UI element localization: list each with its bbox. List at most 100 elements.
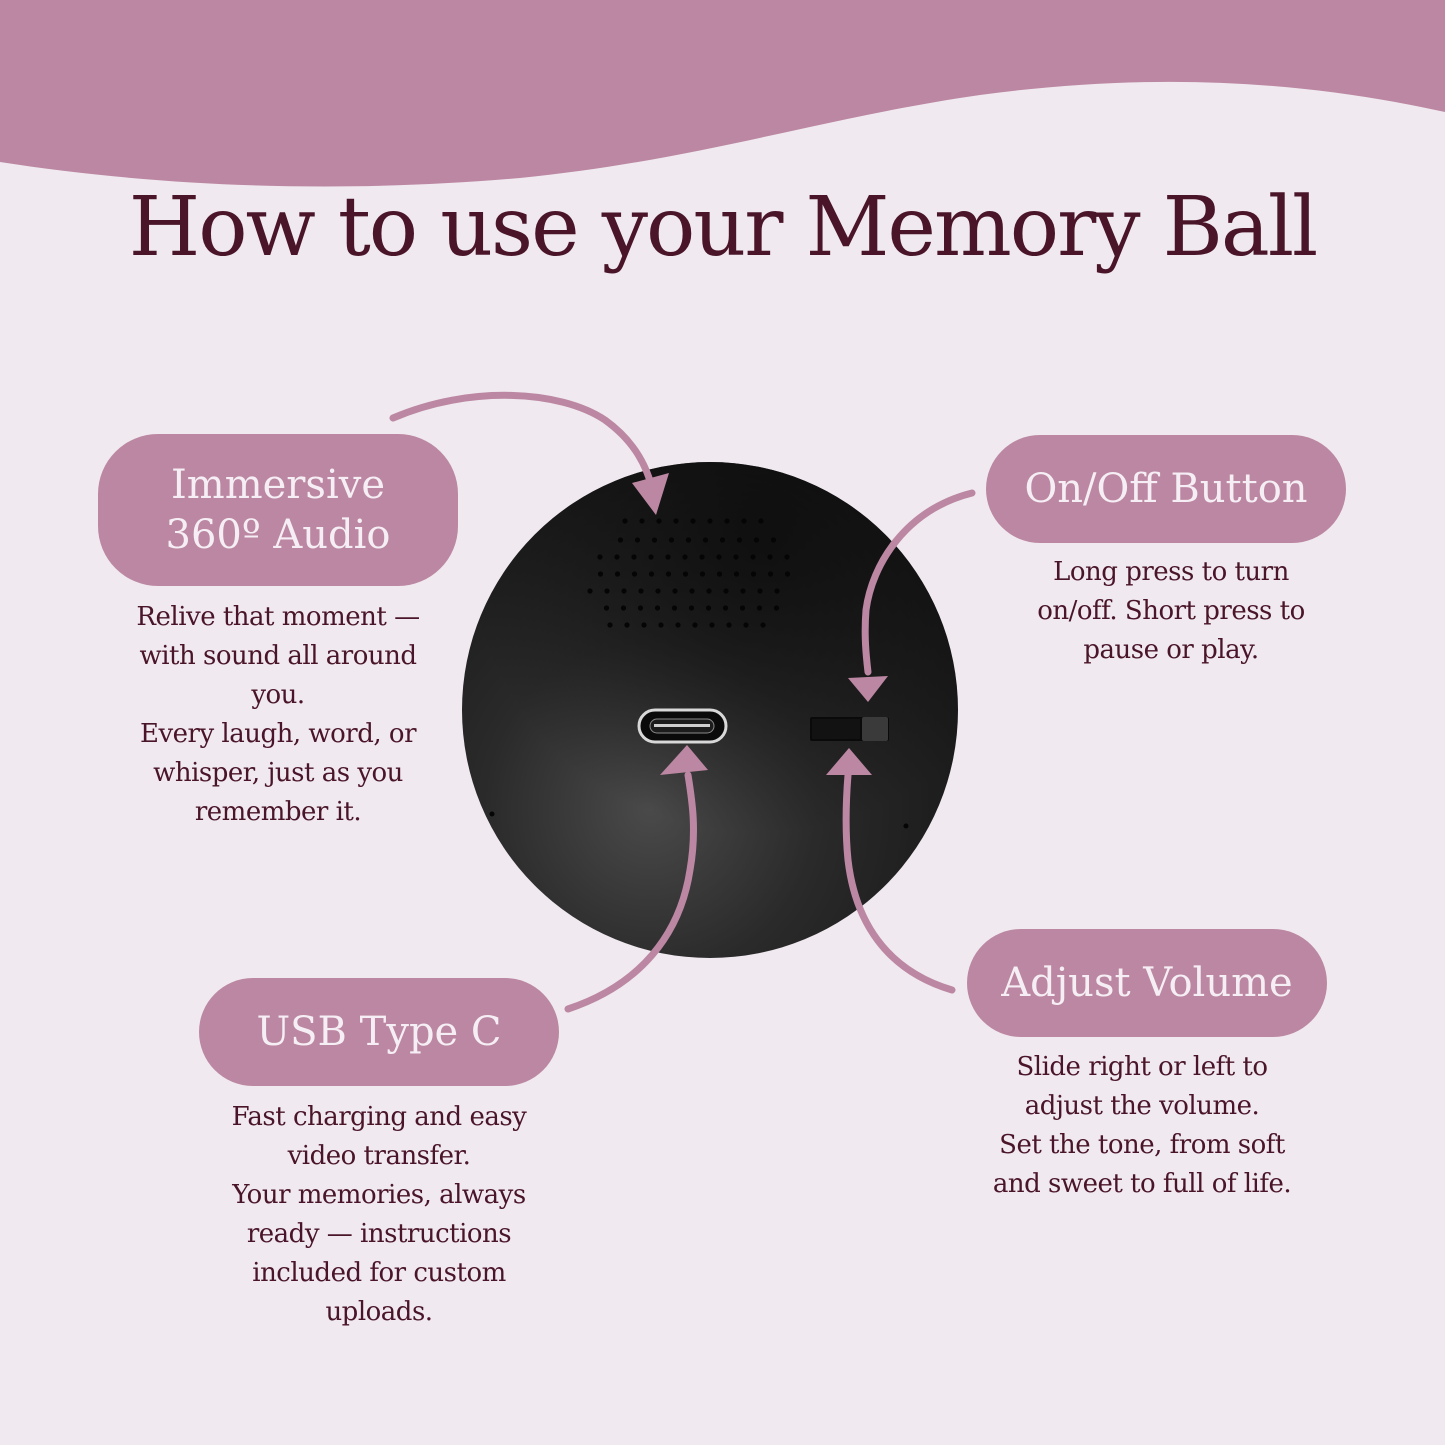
speaker-hole [617,537,624,543]
speaker-hole [604,588,610,594]
usb-port-icon [637,708,728,744]
speaker-hole [722,605,729,611]
speaker-hole [760,622,766,628]
speaker-hole [587,588,593,594]
speaker-hole [733,571,740,577]
speaker-hole [702,537,709,543]
audio-feature-pill: Immersive 360º Audio [98,434,458,586]
speaker-hole [614,554,620,560]
speaker-hole [741,518,747,524]
speaker-hole [757,588,763,594]
speaker-hole [690,518,696,524]
usb-feature-description: Fast charging and easy video transfer. Y… [231,1102,527,1327]
audio-feature-description: Relive that moment — with sound all arou… [136,602,420,827]
speaker-grille-icon [587,518,791,628]
speaker-hole [740,588,746,594]
page-title: How to use your Memory Ball [128,180,1319,275]
speaker-hole [736,537,743,543]
arrowhead-icon-usb [660,745,708,775]
speaker-hole [654,605,661,611]
volume-feature-label: Adjust Volume [1001,960,1293,1006]
speaker-hole [671,605,678,611]
speaker-hole [638,588,644,594]
speaker-hole [641,622,647,628]
speaker-hole [699,571,706,577]
speaker-hole [739,605,746,611]
speaker-hole [637,605,644,611]
speaker-hole [621,588,627,594]
speaker-hole [631,554,637,560]
speaker-hole [639,518,645,524]
speaker-hole [648,554,654,560]
speaker-hole [672,588,678,594]
speaker-hole [724,518,730,524]
curved-arrow-icon-power [861,489,976,676]
speaker-hole [774,588,780,594]
speaker-hole [624,622,630,628]
curved-arrow-icon-audio [389,391,656,492]
audio-feature-label: Immersive 360º Audio [165,462,391,558]
speaker-hole [756,605,763,611]
speaker-hole [675,622,681,628]
speaker-hole [665,571,672,577]
speaker-hole [648,571,655,577]
speaker-hole [767,571,774,577]
speaker-hole [689,588,695,594]
power-feature-pill: On/Off Button [986,435,1346,543]
speaker-hole [773,605,780,611]
speaker-hole [614,571,621,577]
speaker-hole [682,554,688,560]
speaker-hole [767,554,773,560]
speaker-hole [620,605,627,611]
speaker-hole [784,571,791,577]
arrowhead-icon-power [848,676,888,702]
speaker-hole [658,622,664,628]
speaker-hole [651,537,658,543]
speaker-hole [706,588,712,594]
speaker-hole [743,622,749,628]
speaker-hole [758,518,764,524]
speaker-hole [603,605,610,611]
speaker-hole [716,571,723,577]
speaker-hole [622,518,628,524]
speaker-hole [733,554,739,560]
speaker-hole [685,537,692,543]
speaker-hole [668,537,675,543]
speaker-hole [607,622,613,628]
speaker-hole [705,605,712,611]
speaker-hole [770,537,777,543]
speaker-hole [716,554,722,560]
volume-slider-icon [810,717,889,741]
speaker-hole [665,554,671,560]
power-feature-description: Long press to turn on/off. Short press t… [1037,557,1305,665]
usb-feature-pill: USB Type C [199,978,559,1086]
usb-feature-label: USB Type C [256,1009,502,1055]
volume-feature-description: Slide right or left to adjust the volume… [992,1052,1292,1199]
top-wave-decoration [0,0,1445,187]
speaker-hole [719,537,726,543]
speaker-hole [750,571,757,577]
speaker-hole [726,622,732,628]
curved-arrow-icon-usb [564,771,697,1013]
speaker-hole [682,571,689,577]
speaker-hole [673,518,679,524]
speaker-hole [723,588,729,594]
speaker-hole [597,554,603,560]
curved-arrow-icon-volume [842,771,956,994]
speaker-hole [784,554,790,560]
speaker-hole [655,588,661,594]
speaker-hole [688,605,695,611]
speaker-hole [656,518,662,524]
speaker-hole [750,554,756,560]
speaker-hole [597,571,604,577]
speaker-hole [699,554,705,560]
speaker-hole [753,537,760,543]
speaker-hole [692,622,698,628]
arrowhead-icon-audio [632,473,669,515]
speaker-hole [707,518,713,524]
speaker-hole [631,571,638,577]
arrowhead-icon-volume [826,748,872,775]
speaker-hole [634,537,641,543]
